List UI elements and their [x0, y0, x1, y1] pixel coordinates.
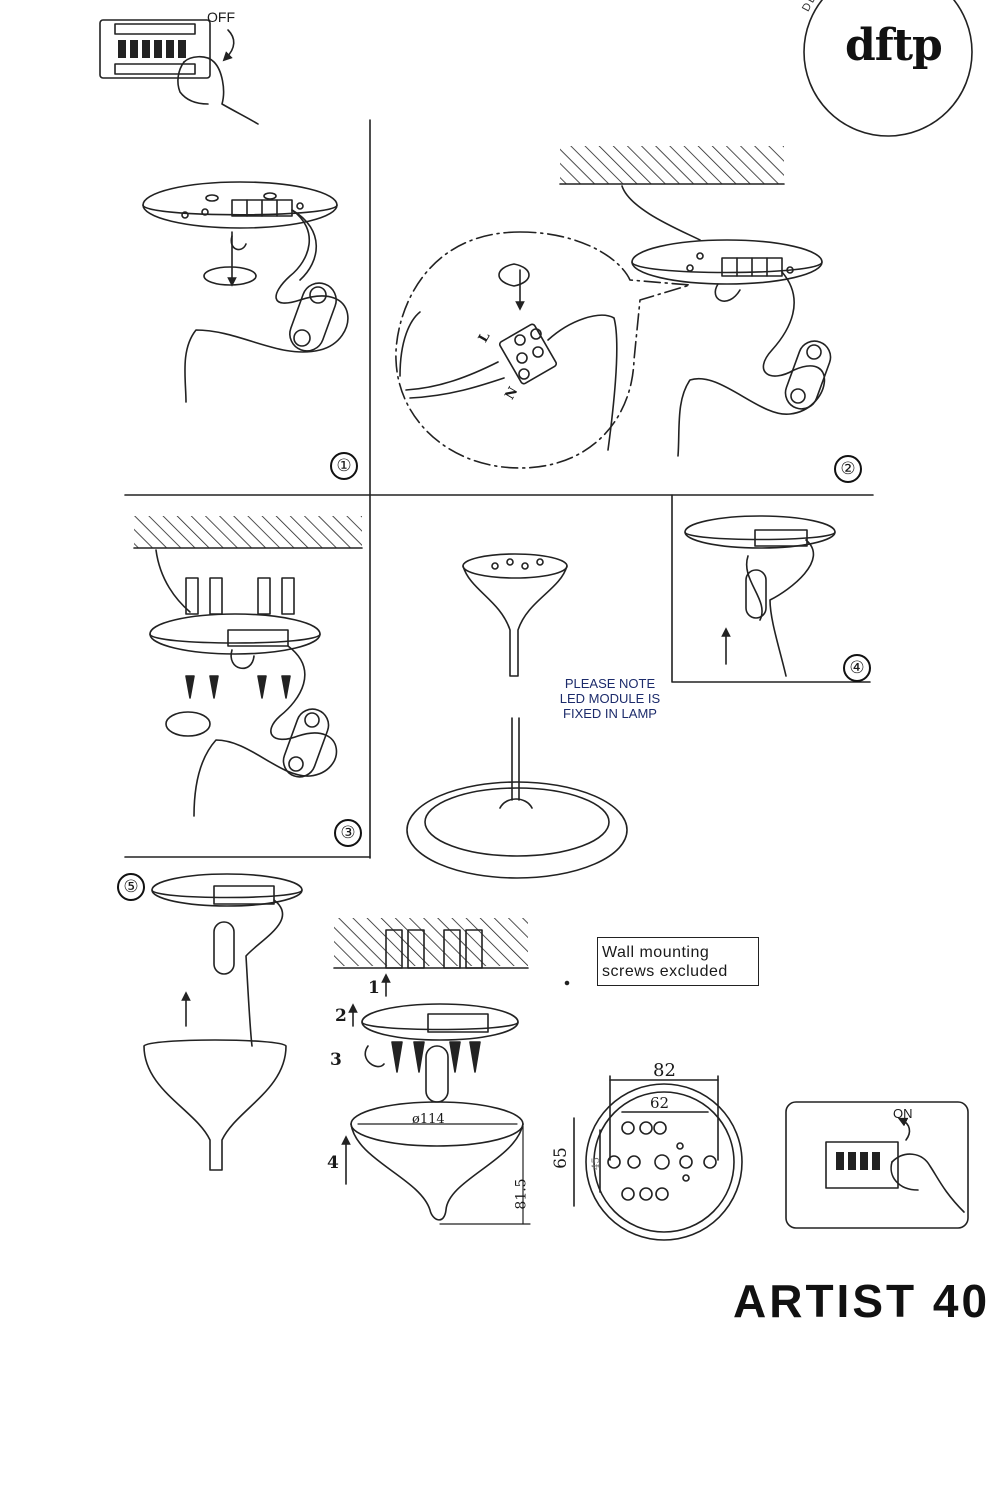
rotation-arrow-icon — [364, 1045, 385, 1068]
plate-width-inner: 62 — [650, 1094, 670, 1112]
panel-5-canopy — [143, 873, 303, 1171]
wall-plug-icon — [185, 577, 295, 615]
assembly-step-label: 3 — [330, 1050, 342, 1070]
step-2-number: ② — [834, 455, 862, 483]
hand-icon — [890, 1153, 965, 1213]
connector-detail-magnifier — [395, 231, 691, 469]
rotation-arrow-icon — [498, 263, 530, 287]
logo-badge — [803, 0, 973, 137]
assembly-step-label: 1 — [368, 978, 380, 998]
panel-3-canopy — [149, 549, 338, 817]
step-5-number: ⑤ — [117, 873, 145, 901]
mounting-plate-dimensions — [573, 1075, 743, 1241]
wall-plug-icon — [385, 929, 483, 969]
hook-icon — [230, 649, 255, 670]
hand-icon — [177, 55, 259, 125]
lamp-diffuser — [406, 717, 628, 879]
brand-logo: dftp — [845, 20, 943, 71]
screw-icon — [391, 1041, 481, 1073]
wall-mounting-note: Wall mounting screws excluded — [597, 937, 759, 986]
screw-icon — [185, 675, 291, 699]
lamp-shade-top — [462, 553, 568, 677]
note-line: LED MODULE IS — [559, 691, 661, 706]
panel-4-canopy — [684, 515, 836, 677]
ceiling-hatch — [560, 146, 784, 184]
plate-depth-outer: 65 — [550, 1147, 571, 1169]
product-model-title: ARTIST 40 — [733, 1275, 991, 1327]
wall-note-line: screws excluded — [602, 963, 728, 980]
canopy-diameter-dimension: ø114 — [412, 1112, 445, 1127]
hook-icon — [714, 283, 741, 302]
step-4-number: ④ — [843, 654, 871, 682]
assembly-canopy — [341, 1003, 531, 1225]
cable-clip-icon — [282, 708, 330, 778]
rotation-arrow-icon — [203, 266, 257, 286]
cable-clip-icon — [289, 282, 337, 352]
breaker-switch-off-icon — [99, 19, 235, 79]
assembly-step-label: 2 — [335, 1006, 347, 1026]
breaker-on-box — [785, 1101, 969, 1229]
wall-note-line: Wall mounting — [602, 944, 710, 961]
hook-icon — [230, 235, 247, 251]
plate-width-outer: 82 — [653, 1060, 676, 1081]
assembly-step-label: 4 — [327, 1153, 339, 1173]
panel-1-canopy — [142, 181, 349, 403]
plate-depth-inner: 45 — [590, 1157, 602, 1170]
cable-clip-icon — [784, 340, 832, 410]
step-3-number: ③ — [334, 819, 362, 847]
height-dimension: 81.5 — [513, 1178, 530, 1210]
note-line: PLEASE NOTE — [564, 676, 656, 691]
panel-2-canopy — [621, 185, 832, 457]
led-module-note: PLEASE NOTE LED MODULE IS FIXED IN LAMP — [540, 676, 680, 721]
rotation-arrow-icon — [165, 711, 211, 737]
note-line: FIXED IN LAMP — [563, 706, 657, 721]
hook-icon — [745, 555, 763, 621]
switch-off-label: OFF — [207, 9, 235, 25]
switch-on-label: ON — [893, 1106, 913, 1121]
breaker-switch-on-icon — [825, 1117, 911, 1189]
terminal-block-icon — [498, 323, 558, 385]
panel-4-frame — [671, 494, 871, 683]
step-1-number: ① — [330, 452, 358, 480]
